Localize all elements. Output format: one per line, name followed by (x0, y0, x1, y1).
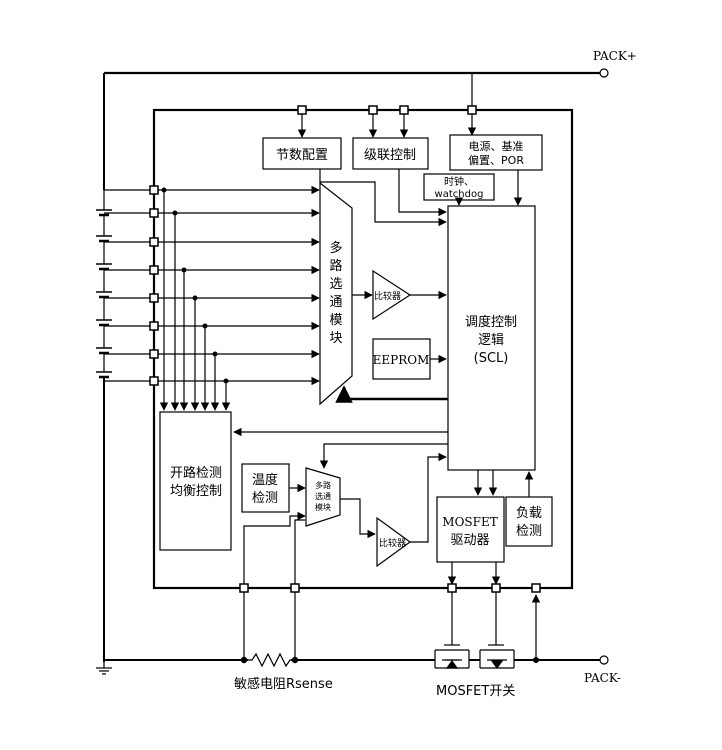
mux-char-1: 多 (329, 240, 342, 256)
mux-char-6: 块 (329, 331, 342, 346)
temperature-line1: 温度 (252, 472, 278, 488)
power-ref-line2: 偏置、POR (468, 153, 524, 167)
mosfet-switch-label: MOSFET开关 (436, 684, 515, 699)
cell-tap-lines (104, 189, 150, 382)
left-pins (149, 185, 159, 386)
small-mux-line1: 多路 (315, 480, 331, 490)
temperature-block: 温度 检测 (241, 463, 290, 513)
pin-bottom-load (531, 583, 541, 593)
clock-watchdog-line1: 时钟、 (444, 175, 474, 188)
balance-drop-lines (159, 190, 231, 411)
sense-resistor-label: 敏感电阻Rsense (234, 676, 333, 692)
mosfet-driver-line1: MOSFET (442, 515, 497, 529)
sense-resistor (240, 652, 299, 668)
mosfet-driver-block: MOSFET 驱动器 (436, 496, 505, 563)
open-balance-line1: 开路检测 (170, 465, 222, 481)
open-detect-balance-block: 开路检测 均衡控制 (159, 411, 232, 551)
power-ref-line1: 电源、基准 (469, 139, 524, 153)
small-mux-line2: 选通 (315, 491, 331, 501)
clock-watchdog-block: 时钟、 watchdog (423, 173, 495, 201)
clock-watchdog-line2: watchdog (435, 189, 484, 200)
open-balance-line2: 均衡控制 (170, 484, 222, 499)
small-mux-line3: 模块 (315, 502, 331, 512)
eeprom-label: EEPROM (373, 353, 430, 367)
pin-bottom-rs1 (239, 583, 249, 593)
pack-minus-rail (104, 655, 609, 665)
cascade-control-block: 级联控制 (352, 137, 429, 170)
mosfet-switch (434, 644, 515, 670)
load-junction-dot (533, 657, 539, 663)
pin-bottom-gate2 (491, 583, 501, 593)
scl-logic-block: 调度控制 逻辑 (SCL) (447, 205, 536, 471)
pin-bottom-gate1 (447, 583, 457, 593)
cell-count-config-label: 节数配置 (276, 148, 328, 163)
pack-minus-label: PACK- (584, 671, 621, 685)
mux-char-5: 模 (329, 313, 342, 328)
main-comparator-label: 比较器 (374, 290, 401, 302)
mosfet-driver-line2: 驱动器 (450, 533, 489, 548)
small-comparator-label: 比较器 (379, 537, 406, 549)
scl-line2: 逻辑 (478, 333, 504, 348)
eeprom-block: EEPROM (372, 338, 431, 380)
power-ref-block: 电源、基准 偏置、POR (449, 134, 543, 171)
pack-minus-terminal[interactable] (599, 655, 609, 665)
pack-plus-label: PACK+ (593, 49, 637, 63)
small-comparator: 比较器 (376, 516, 412, 568)
pin-top-4 (467, 105, 477, 115)
mux-input-lines (158, 185, 320, 386)
pin-top-3 (399, 105, 409, 115)
chip-outline (152, 108, 574, 590)
cascade-control-label: 级联控制 (364, 148, 416, 163)
top-pins (297, 105, 477, 115)
scl-line1: 调度控制 (465, 314, 517, 330)
cell-count-config-block: 节数配置 (262, 137, 342, 170)
mux-char-4: 通 (329, 295, 342, 310)
junction-dots (161, 187, 229, 384)
main-mux-block: 多 路 选 通 模 块 (319, 181, 353, 406)
load-detect-line1: 负载 (516, 506, 542, 521)
pin-top-2 (368, 105, 378, 115)
mux-char-2: 路 (329, 258, 342, 274)
bottom-pins (239, 583, 541, 593)
pack-plus-rail (103, 68, 609, 190)
load-detect-line2: 检测 (516, 524, 542, 539)
mux-char-3: 选 (329, 277, 342, 292)
small-mux-block: 多路 选通 模块 (305, 467, 341, 527)
pin-bottom-rs2 (290, 583, 300, 593)
pin-top-1 (297, 105, 307, 115)
temperature-line2: 检测 (252, 491, 278, 506)
ground-icon (96, 662, 112, 675)
load-detect-block: 负载 检测 (505, 496, 553, 547)
main-comparator: 比较器 (372, 269, 412, 321)
pack-plus-terminal[interactable] (599, 68, 609, 78)
scl-line3: (SCL) (474, 351, 509, 366)
battery-stack (96, 190, 112, 662)
